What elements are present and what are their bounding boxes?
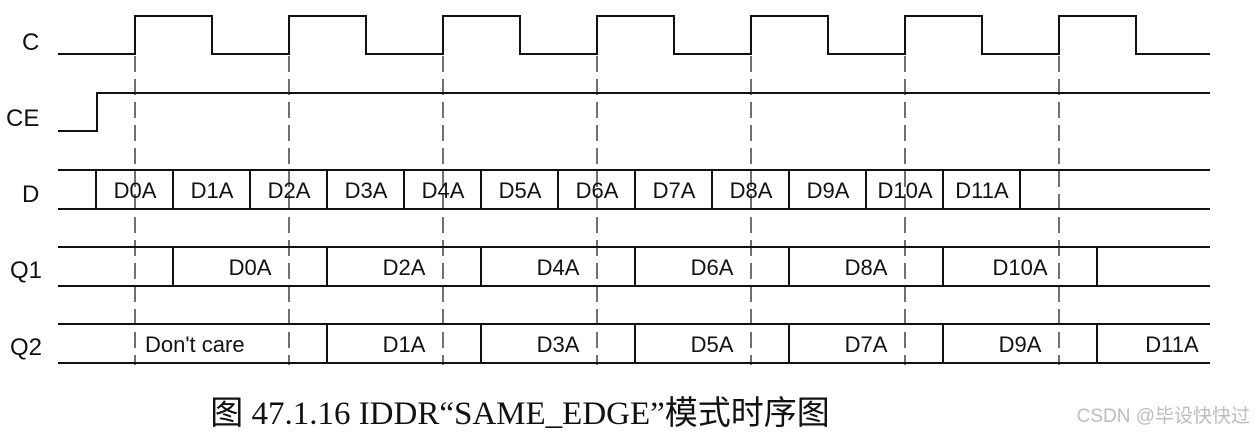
signal-label-q1: Q1 xyxy=(10,257,42,284)
d-bus-cell-label: D4A xyxy=(422,178,465,203)
d-bus-cell-label: D9A xyxy=(807,178,850,203)
q2-bus-cell-label: D7A xyxy=(845,332,888,357)
q2-bus-cell-label: D9A xyxy=(999,332,1042,357)
q2-bus-cell-label: D11A xyxy=(1145,332,1199,357)
d-bus: D0A D1A D2A D3A D4A D5A D6A D7A D8A D9A D10A D11A xyxy=(58,169,1210,210)
d-bus-cell-label: D2A xyxy=(268,178,311,203)
q1-bus: D0A D2A D4A D6A D8A D10A xyxy=(58,246,1210,287)
q1-bus-cell-label: D0A xyxy=(229,255,272,280)
q2-bus: Don't care D1A D3A D5A D7A D9A D11A xyxy=(58,323,1210,364)
d-bus-cell-label: D6A xyxy=(576,178,619,203)
q1-bus-cell-label: D4A xyxy=(537,255,580,280)
q1-bus-cell-label: D6A xyxy=(691,255,734,280)
q2-bus-cell-label: D3A xyxy=(537,332,580,357)
watermark: CSDN @毕设快快过 xyxy=(1076,406,1250,427)
q1-bus-cell-label: D8A xyxy=(845,255,888,280)
figure-caption: 图 47.1.16 IDDR“SAME_EDGE”模式时序图 xyxy=(210,396,830,432)
d-bus-cell-label: D0A xyxy=(114,178,157,203)
clock-waveform xyxy=(58,15,1210,55)
d-bus-cell-label: D10A xyxy=(877,178,932,203)
q1-bus-cell-label: D10A xyxy=(992,255,1047,280)
d-bus-cell-label: D8A xyxy=(730,178,773,203)
d-bus-cell-label: D5A xyxy=(499,178,542,203)
timing-diagram: C CE D Q1 Q2 D0A D1A D2A D3A D4A D5A D6A D7A D8A… xyxy=(6,15,1210,365)
d-bus-cell-label: D7A xyxy=(653,178,696,203)
q2-bus-cell-label: D1A xyxy=(383,332,426,357)
d-bus-cell-label: D1A xyxy=(191,178,234,203)
q1-bus-cell-label: D2A xyxy=(383,255,426,280)
signal-label-q2: Q2 xyxy=(10,334,42,361)
q2-bus-cell-label: D5A xyxy=(691,332,734,357)
signal-label-ce: CE xyxy=(6,105,39,132)
signal-label-d: D xyxy=(22,181,39,208)
signal-label-c: C xyxy=(22,29,39,56)
ce-waveform xyxy=(58,92,1210,132)
d-bus-cell-label: D11A xyxy=(955,178,1009,203)
q2-bus-cell-label: Don't care xyxy=(145,332,245,357)
clock-edge-guides xyxy=(134,56,1060,365)
d-bus-cell-label: D3A xyxy=(345,178,388,203)
